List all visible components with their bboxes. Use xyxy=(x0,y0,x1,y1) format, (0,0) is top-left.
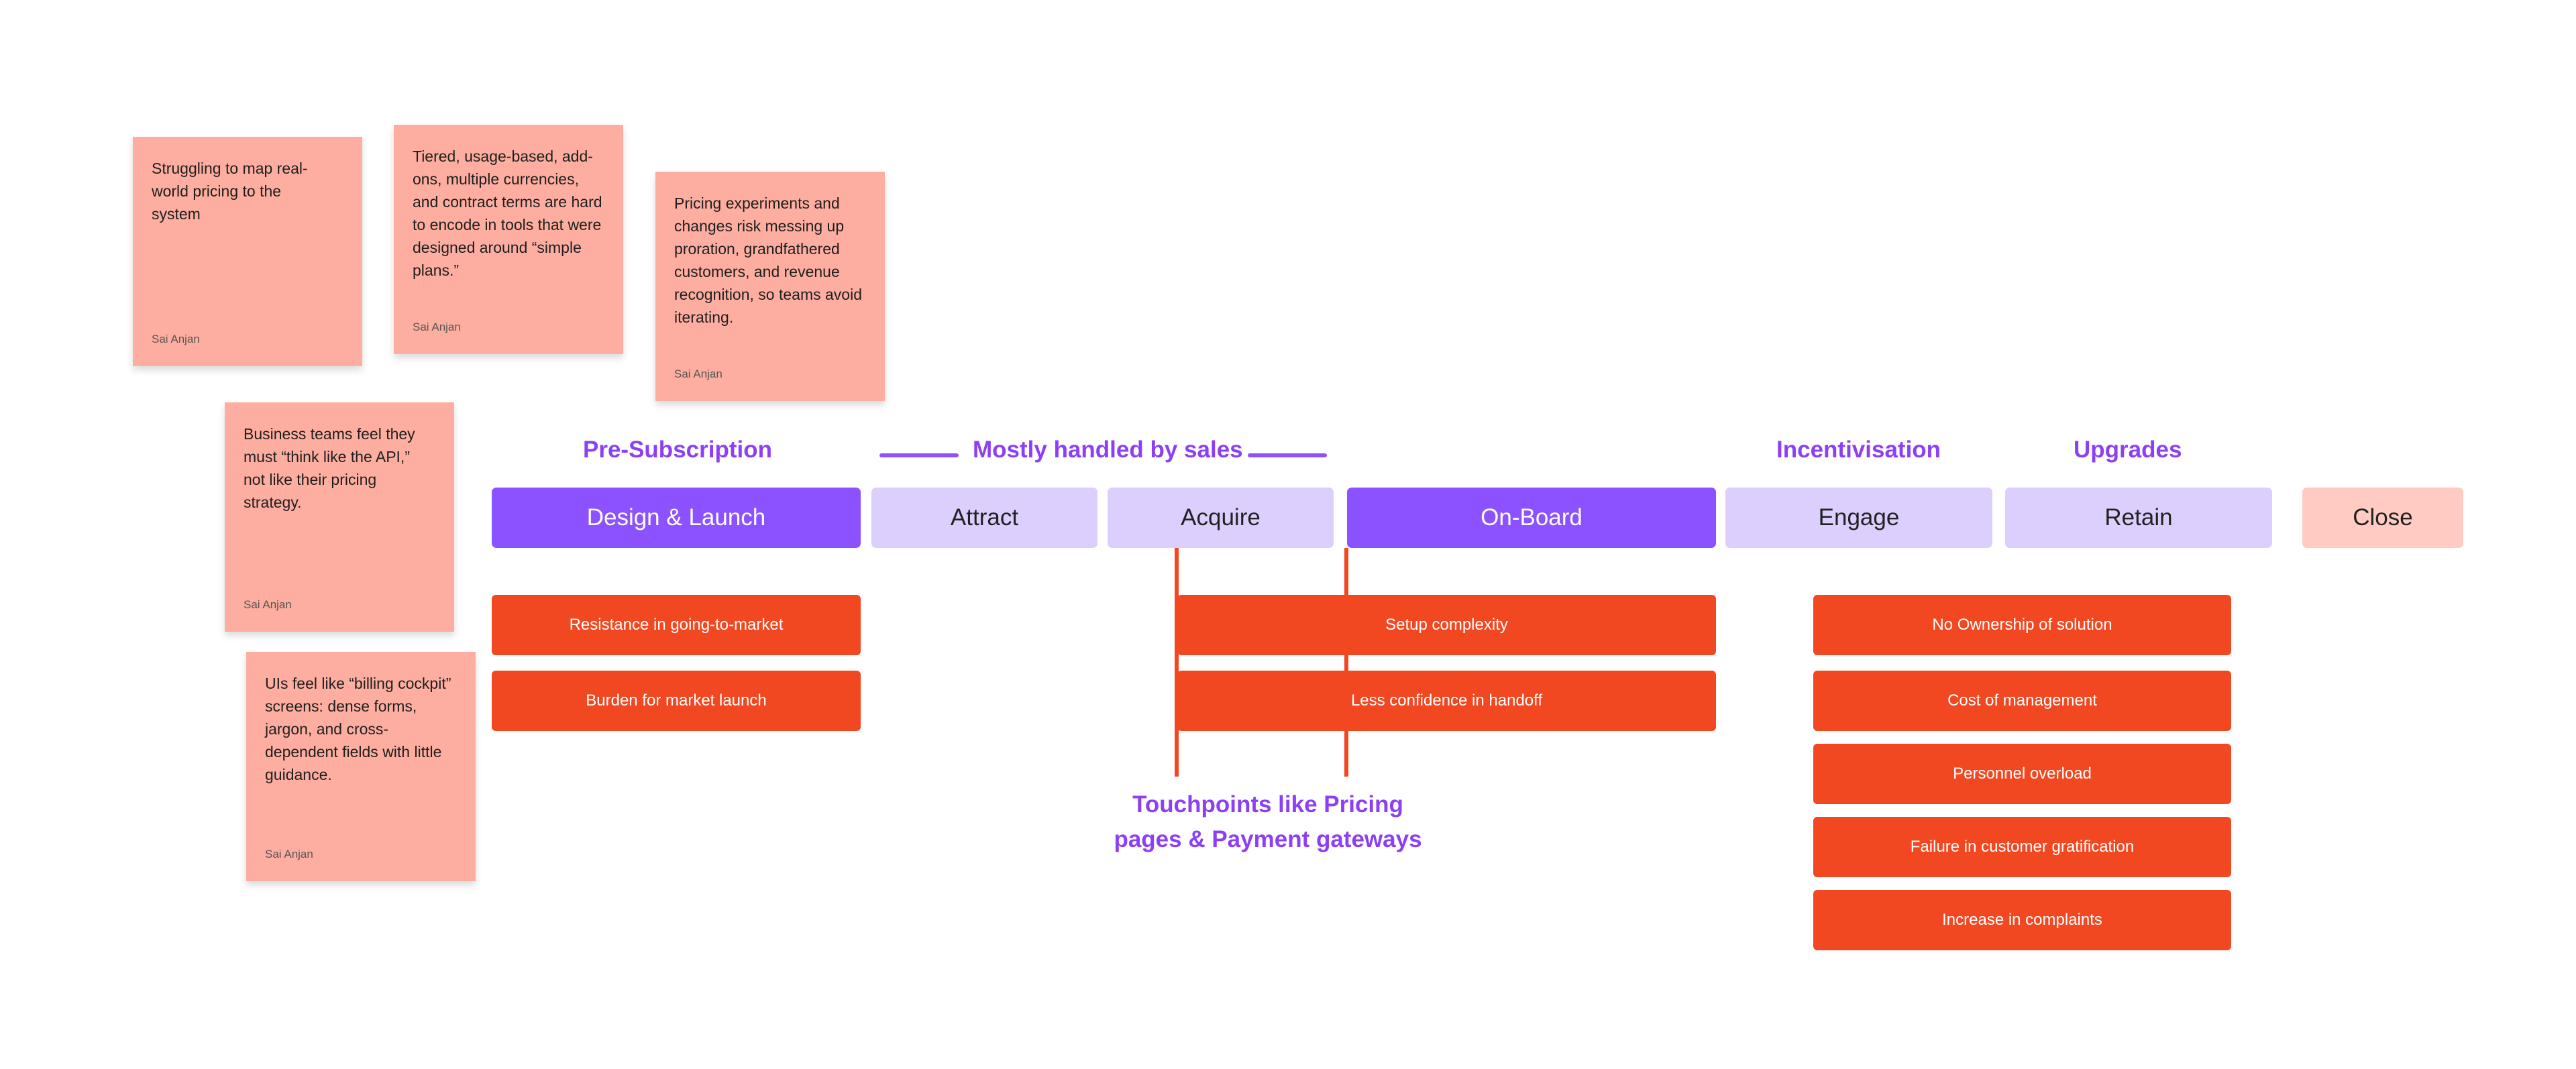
phase-divider-line xyxy=(879,453,959,457)
touchpoints-annotation: Touchpoints like Pricing pages & Payment… xyxy=(1107,787,1429,857)
sticky-note-text: Tiered, usage-based, add-ons, multiple c… xyxy=(413,148,602,279)
sticky-note-text: Struggling to map real-world pricing to … xyxy=(152,160,308,223)
phase-label-upgrades: Upgrades xyxy=(2074,437,2182,463)
pain-point-card[interactable]: Personnel overload xyxy=(1813,744,2231,804)
phase-label-mostly-sales: Mostly handled by sales xyxy=(973,437,1243,463)
touchpoint-connector-line xyxy=(1344,548,1348,777)
touchpoint-connector-line xyxy=(1175,548,1179,777)
sticky-note[interactable]: Business teams feel they must “think lik… xyxy=(225,402,454,632)
pain-point-card[interactable]: No Ownership of solution xyxy=(1813,595,2231,655)
pain-point-card[interactable]: Failure in customer gratification xyxy=(1813,817,2231,877)
stage-onboard[interactable]: On-Board xyxy=(1347,488,1716,548)
sticky-note-text: Business teams feel they must “think lik… xyxy=(244,425,415,511)
sticky-note[interactable]: Struggling to map real-world pricing to … xyxy=(133,137,362,366)
stage-retain[interactable]: Retain xyxy=(2005,488,2272,548)
phase-label-pre-subscription: Pre-Subscription xyxy=(583,437,772,463)
stage-close[interactable]: Close xyxy=(2302,488,2463,548)
pain-point-card[interactable]: Increase in complaints xyxy=(1813,890,2231,950)
sticky-note[interactable]: Pricing experiments and changes risk mes… xyxy=(655,172,885,401)
sticky-note[interactable]: UIs feel like “billing cockpit” screens:… xyxy=(246,652,476,881)
sticky-note-text: UIs feel like “billing cockpit” screens:… xyxy=(265,675,451,783)
sticky-note[interactable]: Tiered, usage-based, add-ons, multiple c… xyxy=(394,125,623,354)
stage-attract[interactable]: Attract xyxy=(871,488,1097,548)
stage-acquire[interactable]: Acquire xyxy=(1108,488,1334,548)
stage-engage[interactable]: Engage xyxy=(1725,488,1992,548)
sticky-note-author: Sai Anjan xyxy=(265,848,313,860)
touchpoints-line-2: pages & Payment gateways xyxy=(1114,826,1422,852)
stage-design-launch[interactable]: Design & Launch xyxy=(492,488,861,548)
sticky-note-author: Sai Anjan xyxy=(674,368,722,380)
pain-point-card[interactable]: Less confidence in handoff xyxy=(1177,671,1716,731)
sticky-note-author: Sai Anjan xyxy=(244,598,292,611)
sticky-note-author: Sai Anjan xyxy=(413,321,461,333)
pain-point-card[interactable]: Cost of management xyxy=(1813,671,2231,731)
pain-point-card[interactable]: Burden for market launch xyxy=(492,671,861,731)
phase-label-incentivisation: Incentivisation xyxy=(1776,437,1941,463)
phase-divider-line xyxy=(1248,453,1327,457)
pain-point-card[interactable]: Setup complexity xyxy=(1177,595,1716,655)
touchpoints-line-1: Touchpoints like Pricing xyxy=(1132,791,1403,818)
sticky-note-text: Pricing experiments and changes risk mes… xyxy=(674,194,862,326)
sticky-note-author: Sai Anjan xyxy=(152,333,200,345)
pain-point-card[interactable]: Resistance in going-to-market xyxy=(492,595,861,655)
